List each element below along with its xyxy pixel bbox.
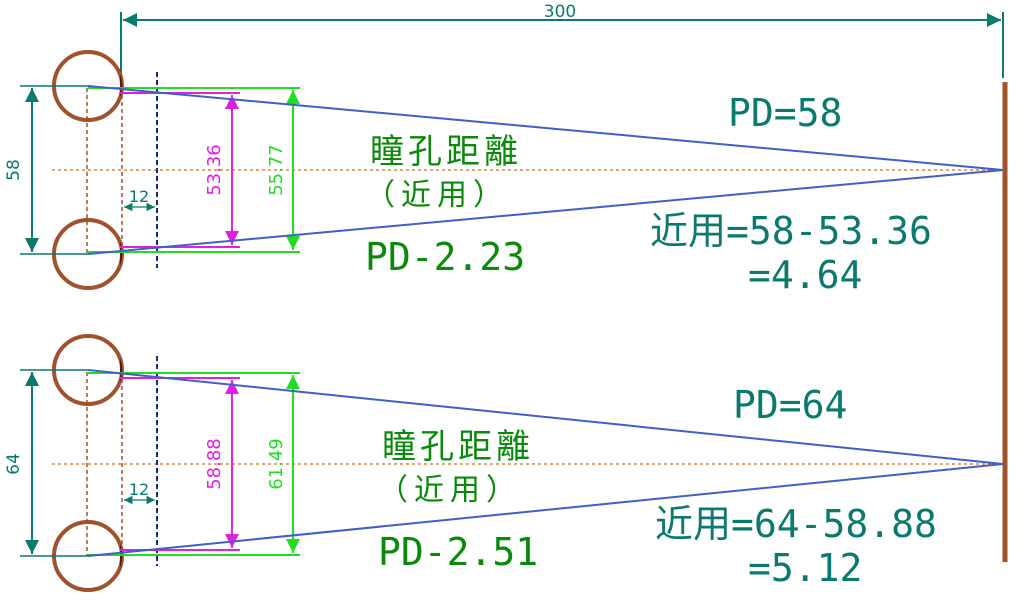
near-pd-label: 58.88 — [204, 438, 225, 490]
eye-pd-label: 64 — [4, 453, 24, 475]
sight-ray-upper — [87, 369, 1004, 465]
total-distance-dimension: 300 — [120, 2, 1004, 88]
diagram-title: 瞳孔距離 — [382, 427, 534, 467]
sight-ray-lower — [87, 463, 1004, 557]
diagram-subtitle: （近用） — [378, 473, 522, 508]
case-pd-64: 64 12 61.49 58.88 瞳孔距離 （近用） PD-2.51 PD=6… — [4, 334, 1004, 592]
sight-ray-upper — [87, 85, 1004, 171]
total-distance-label: 300 — [544, 2, 576, 22]
lens-gap-label: 12 — [129, 187, 149, 206]
near-result: =4.64 — [748, 253, 862, 297]
pd-difference: PD-2.23 — [365, 235, 525, 279]
near-result: =5.12 — [748, 546, 862, 590]
lens-gap-label: 12 — [129, 480, 149, 499]
pd-difference: PD-2.51 — [378, 530, 538, 574]
pd-value: PD=64 — [733, 383, 847, 427]
near-pd-label: 53.36 — [204, 144, 225, 196]
diagram-title: 瞳孔距離 — [370, 132, 522, 172]
sight-ray-lower — [87, 169, 1004, 255]
case-pd-58: 58 12 55.77 53.36 瞳孔距離 （近用） PD-2.23 PD=5… — [4, 50, 1004, 297]
far-pd-label: 61.49 — [266, 438, 287, 490]
diagram-subtitle: （近用） — [365, 178, 509, 213]
near-formula: 近用=58-53.36 — [650, 209, 932, 253]
pd-value: PD=58 — [728, 91, 842, 135]
eye-pd-label: 58 — [4, 159, 24, 181]
near-formula: 近用=64-58.88 — [655, 502, 937, 546]
far-pd-label: 55.77 — [266, 144, 287, 196]
